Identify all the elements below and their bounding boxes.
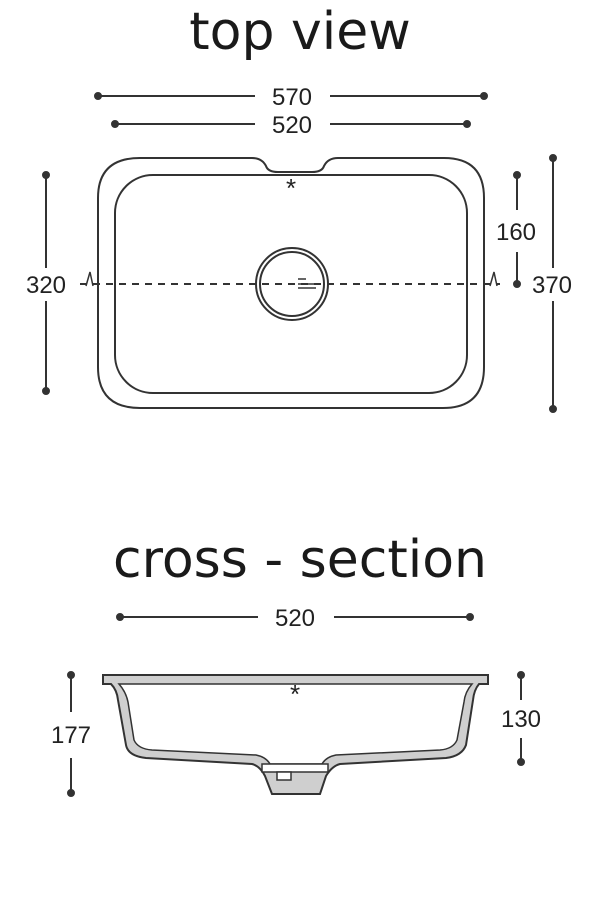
label-177: 177: [51, 722, 91, 749]
dim-line-570: [94, 92, 488, 100]
label-320: 320: [26, 272, 66, 299]
dim-line-520-top: [111, 120, 471, 128]
label-570: 570: [272, 84, 312, 111]
drain-fitting: [261, 763, 329, 795]
dim-line-370: [549, 154, 557, 413]
section-marker-right: [489, 271, 498, 287]
asterisk-mark-section: *: [290, 679, 300, 709]
dim-line-130: [517, 671, 525, 766]
label-520-section: 520: [275, 605, 315, 632]
top-view-title: top view: [189, 2, 411, 62]
dim-line-177: [67, 671, 75, 797]
basin-inner-outline: [114, 174, 468, 394]
dim-line-320: [42, 171, 50, 395]
drain-inner-ring: [259, 251, 325, 317]
section-marker-left: [85, 271, 94, 287]
label-370: 370: [532, 272, 572, 299]
label-520-top: 520: [272, 112, 312, 139]
basin-outer-outline: [97, 157, 485, 409]
cross-section-title: cross - section: [113, 530, 487, 590]
dim-line-520-section: [116, 613, 474, 621]
asterisk-mark-top: *: [286, 173, 296, 203]
dim-line-160: [513, 171, 521, 288]
label-160: 160: [496, 219, 536, 246]
label-130: 130: [501, 706, 541, 733]
